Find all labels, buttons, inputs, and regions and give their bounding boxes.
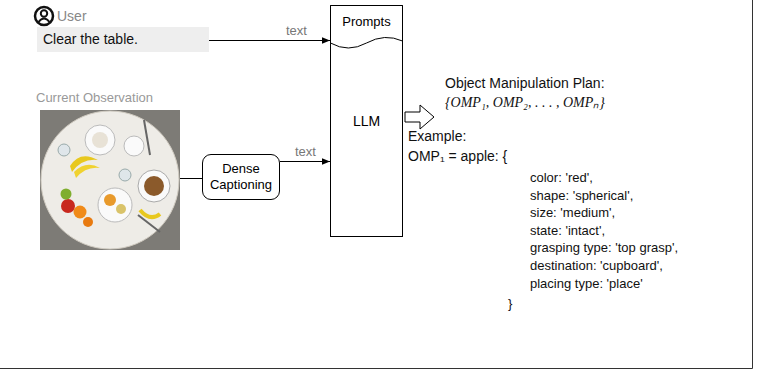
plate xyxy=(85,125,115,155)
edge-label: text xyxy=(286,23,307,39)
apple xyxy=(61,199,75,213)
arrow-connector xyxy=(280,161,330,162)
output-title: Object Manipulation Plan: xyxy=(445,75,605,92)
process-box: Dense Captioning xyxy=(202,154,280,200)
plate-food xyxy=(92,132,108,148)
node-text: LLM xyxy=(353,113,380,130)
user-icon-body xyxy=(39,19,50,23)
banana xyxy=(140,210,160,217)
frame-line xyxy=(0,368,753,369)
bowl-food xyxy=(144,176,164,196)
node-text: Clear the table. xyxy=(43,31,138,48)
code-line: OMP₁ = apple: { xyxy=(408,148,507,165)
photo-link-line xyxy=(180,178,202,179)
user-icon xyxy=(35,7,53,25)
bowl xyxy=(138,170,170,202)
section-label: Current Observation xyxy=(36,90,153,106)
output-arrow xyxy=(405,105,434,129)
photo-floor xyxy=(40,110,180,250)
example-label: Example: xyxy=(408,128,466,145)
glass xyxy=(58,144,70,156)
frame-line xyxy=(752,0,753,369)
food xyxy=(116,204,126,214)
orange xyxy=(83,217,93,227)
orange xyxy=(74,206,87,219)
user-icon-ring xyxy=(35,7,53,25)
cup xyxy=(124,136,144,156)
node-text: Dense Captioning xyxy=(207,161,275,192)
attribute-line: destination: 'cupboard', xyxy=(530,258,663,274)
utensil xyxy=(144,120,150,155)
plate xyxy=(98,188,132,222)
attribute-line: color: 'red', xyxy=(530,170,593,186)
node-text: Prompts xyxy=(342,14,390,30)
glass xyxy=(119,169,131,181)
attribute-line: state: 'intact', xyxy=(530,223,605,239)
llm-box: LLM Prompts xyxy=(330,5,403,237)
table-top xyxy=(41,111,179,249)
prompts-shape xyxy=(331,6,403,49)
banana xyxy=(74,165,100,178)
arrow-connector xyxy=(209,40,330,41)
attribute-line: shape: 'spherical', xyxy=(530,188,633,204)
instruction-box: Clear the table. xyxy=(37,27,209,52)
attribute-line: placing type: 'place' xyxy=(530,276,643,292)
table-photo xyxy=(40,110,180,250)
user-icon-head xyxy=(41,10,47,16)
green-apple xyxy=(61,189,72,200)
code-line: } xyxy=(508,296,512,312)
edge-label: text xyxy=(295,144,316,160)
food xyxy=(104,194,116,206)
attribute-line: size: 'medium', xyxy=(530,205,615,221)
attribute-line: grasping type: 'top grasp', xyxy=(530,240,678,256)
prompts-band: Prompts xyxy=(330,5,403,49)
math-set: {OMP₁, OMP₂, . . . , OMPₙ} xyxy=(445,95,605,112)
actor-label: User xyxy=(57,8,87,25)
